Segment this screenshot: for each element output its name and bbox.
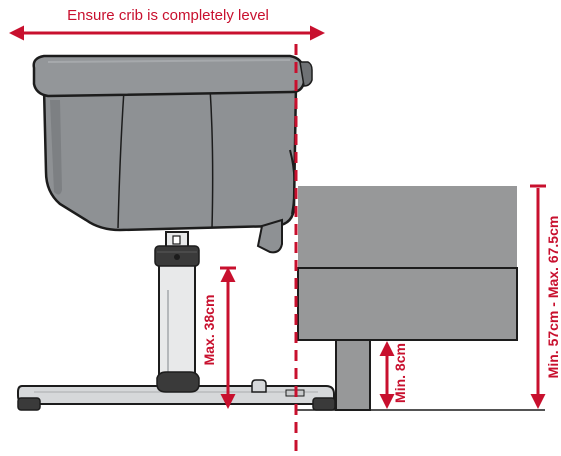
bed-frame bbox=[297, 267, 518, 341]
crib-base-bracket bbox=[251, 379, 267, 393]
crib-leg-boot bbox=[156, 371, 200, 393]
bedside-crib bbox=[17, 54, 336, 411]
adult-bed bbox=[297, 186, 518, 411]
bed-leg bbox=[335, 339, 371, 411]
crib-side-strap bbox=[289, 149, 296, 215]
max-leg-height-label: Max. 38cm bbox=[201, 295, 217, 366]
crib-collar-button bbox=[174, 254, 180, 260]
bed-mattress bbox=[298, 186, 517, 268]
crib-foot-left bbox=[17, 397, 41, 411]
crib-rim-highlight bbox=[47, 59, 291, 63]
crib-leg-marker bbox=[172, 235, 181, 245]
bed-height-range-label: Min. 57cm - Max. 67.5cm bbox=[545, 216, 561, 379]
min-clearance-label: Min. 8cm bbox=[392, 343, 408, 403]
level-note-label: Ensure crib is completely level bbox=[67, 7, 269, 24]
crib-basket-seam-right bbox=[209, 87, 214, 229]
crib-basket-seam-left bbox=[117, 89, 125, 229]
crib-side-flap bbox=[256, 218, 283, 254]
crib-leg-outer bbox=[158, 261, 196, 383]
crib-rim-buckle bbox=[299, 61, 313, 87]
crib-foot-right bbox=[312, 397, 336, 411]
crib-basket-shade bbox=[50, 100, 62, 195]
crib-basket bbox=[42, 82, 298, 232]
